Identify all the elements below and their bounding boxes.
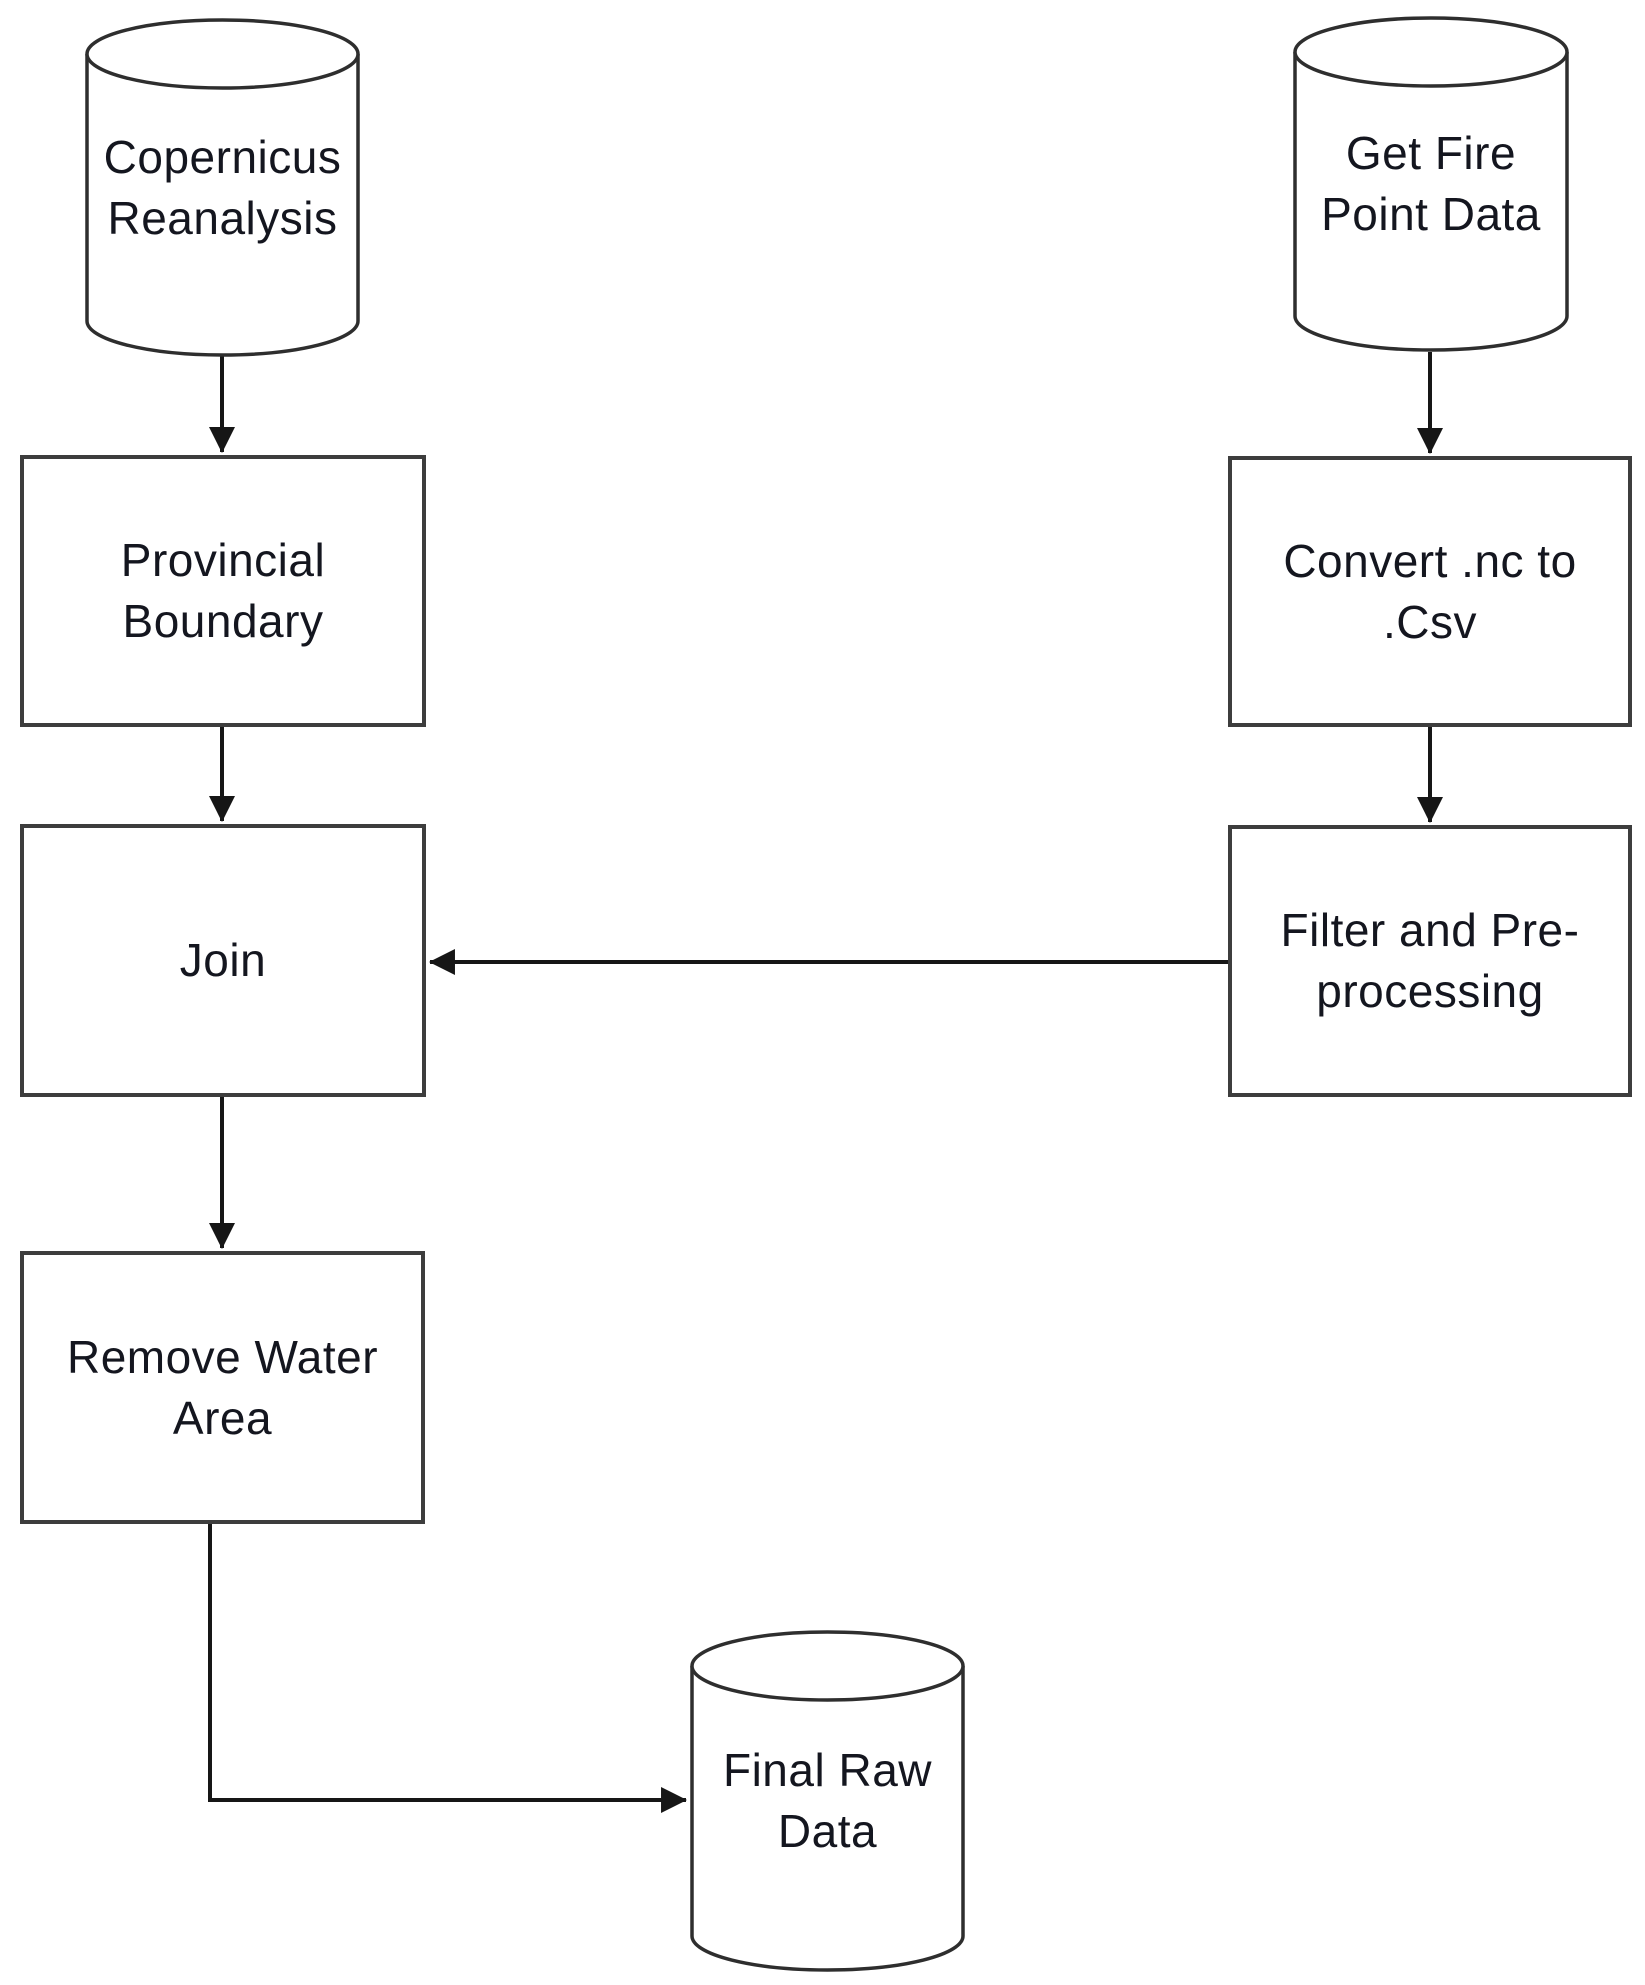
cylinder-shape-copernicus-reanalysis (85, 18, 360, 357)
cylinder-shape-get-fire-point-data (1293, 16, 1569, 352)
box-shape-filter-preprocessing (1228, 825, 1632, 1097)
arrow-remove-water-to-final-raw (208, 1524, 688, 1813)
box-shape-remove-water-area (20, 1251, 425, 1524)
box-shape-join (20, 824, 426, 1097)
box-shape-provincial-boundary (20, 455, 426, 727)
cylinder-shape-final-raw-data (690, 1630, 965, 1972)
box-shape-convert-nc-to-csv (1228, 456, 1632, 727)
